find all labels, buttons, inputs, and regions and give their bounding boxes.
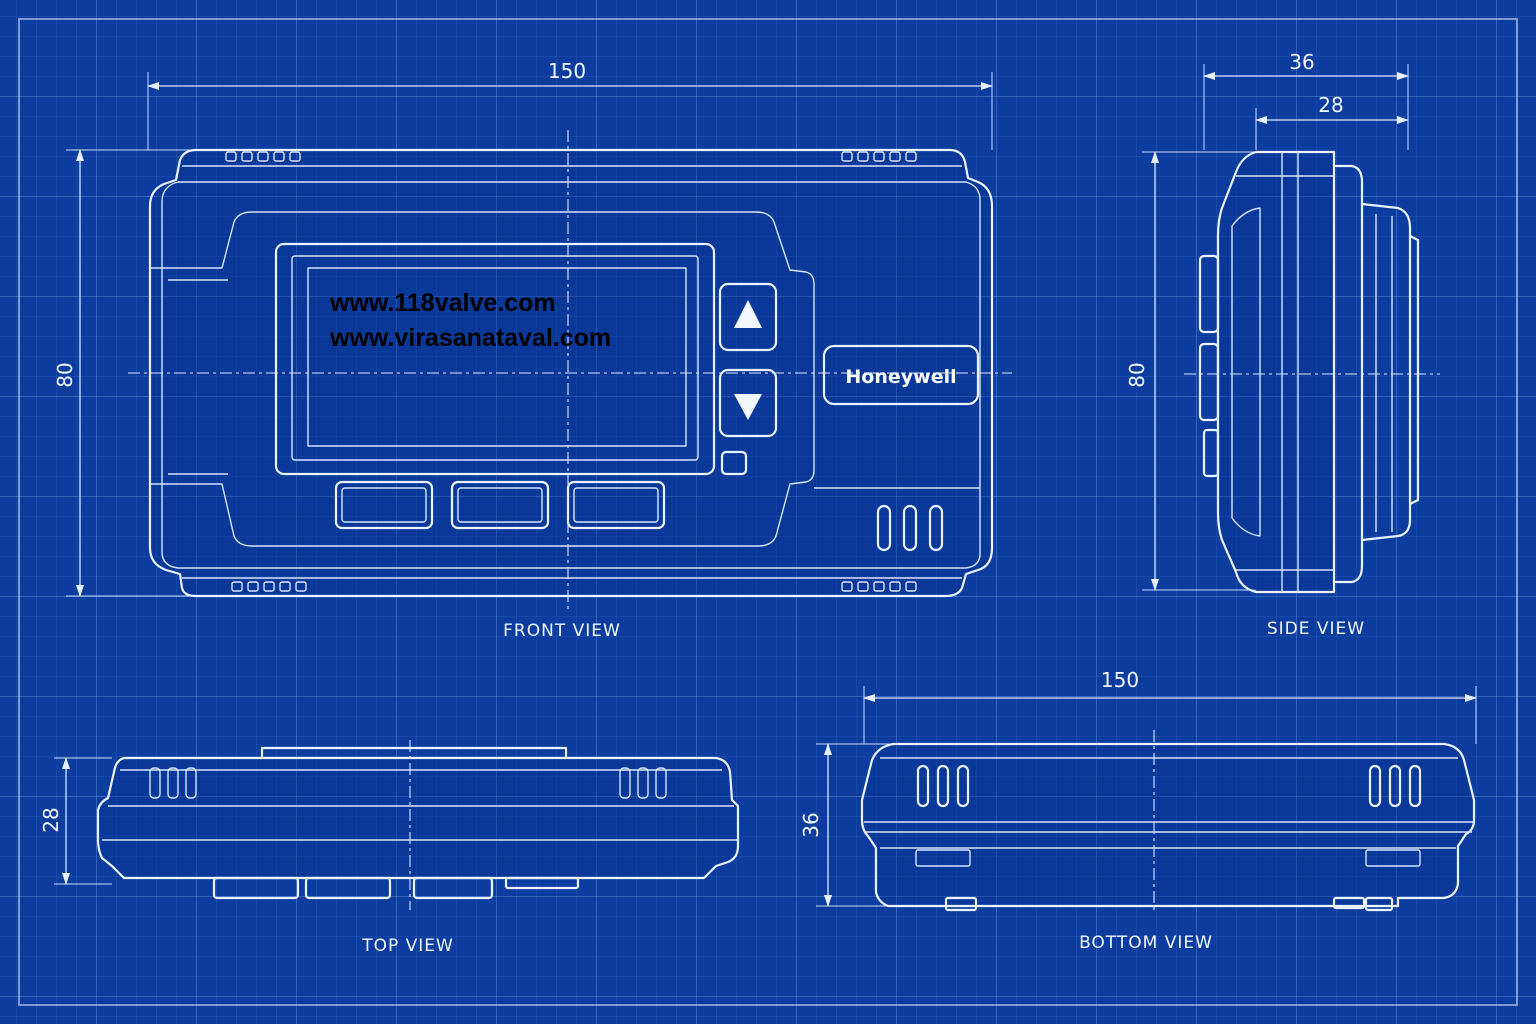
side-face-curve (1231, 207, 1261, 537)
display-glass (291, 255, 699, 461)
top-seam-lines (102, 805, 738, 841)
side-height-label: 80 (1125, 362, 1149, 387)
bottom-view-caption: BOTTOM VIEW (1079, 933, 1213, 953)
side-mount-lip (1409, 235, 1420, 505)
front-width-dimension: 150 (147, 59, 993, 150)
soft-key-2[interactable] (450, 480, 550, 530)
front-top-vents (225, 151, 917, 162)
watermark-line-1: www.118valve.com (329, 289, 556, 317)
side-button-edge-1 (1198, 254, 1220, 334)
front-inner-shell (161, 181, 981, 569)
down-button[interactable] (718, 368, 778, 438)
soft-key-2-inner (457, 487, 543, 523)
brand-text: Honeywell (845, 366, 956, 388)
front-bottom-vents (231, 581, 917, 592)
display-screen (307, 267, 687, 447)
bottom-height-label: 36 (799, 812, 823, 837)
bottom-tab-left (944, 896, 978, 912)
bottom-tab-right-1 (1332, 896, 1366, 910)
bottom-seam-lines (864, 821, 1474, 833)
bottom-tab-right-2 (1364, 896, 1394, 912)
side-depth-total-label: 36 (1289, 50, 1314, 74)
top-key-2 (304, 876, 392, 900)
soft-key-1[interactable] (334, 480, 434, 530)
soft-key-3-inner (573, 487, 659, 523)
side-height-dimension: 80 (1125, 151, 1256, 591)
top-height-label: 28 (39, 807, 63, 832)
top-key-3 (412, 876, 494, 900)
top-key-1 (212, 876, 300, 900)
bottom-housing-outline (860, 742, 1476, 908)
front-height-dimension: 80 (53, 149, 190, 597)
front-width-label: 150 (548, 59, 586, 83)
front-bezel-ribs (168, 279, 228, 475)
side-button-edge-2 (1198, 342, 1220, 422)
small-square-button[interactable] (720, 450, 748, 476)
triangle-up-icon (734, 300, 762, 328)
bottom-height-dimension: 36 (799, 743, 900, 907)
front-view: 150 80 (53, 59, 1012, 641)
top-housing-outline (96, 756, 740, 880)
soft-key-1-inner (341, 487, 427, 523)
side-view-caption: SIDE VIEW (1267, 619, 1365, 639)
bottom-foot-left (915, 849, 971, 867)
side-button-edge-3 (1202, 428, 1220, 478)
bottom-foot-right (1365, 849, 1421, 867)
top-view: 28 TOP VIEW (39, 740, 740, 956)
side-mount-boss (1361, 202, 1412, 542)
bottom-view: 150 36 BOTTOM VIEW (799, 668, 1477, 953)
front-bezel-contour (150, 211, 815, 547)
triangle-down-icon (734, 394, 762, 420)
top-view-caption: TOP VIEW (361, 936, 454, 956)
side-depth-dimension: 36 28 (1203, 50, 1409, 150)
bottom-width-label: 150 (1101, 668, 1139, 692)
watermark-line-2: www.virasanataval.com (329, 324, 611, 352)
top-key-4 (504, 876, 580, 890)
up-button[interactable] (718, 282, 778, 352)
side-mount-lines (1375, 214, 1393, 532)
side-rims (1236, 175, 1334, 571)
side-housing-outline (1216, 150, 1336, 594)
side-depth-body-label: 28 (1318, 93, 1343, 117)
top-vent-slots (149, 767, 667, 799)
top-height-dimension: 28 (39, 757, 112, 885)
front-vent-slots (876, 504, 944, 552)
bottom-width-dimension: 150 (863, 668, 1477, 744)
front-height-label: 80 (53, 362, 77, 387)
display-frame (274, 242, 716, 476)
side-view: 36 28 80 SIDE VIEW (1125, 50, 1440, 639)
front-view-caption: FRONT VIEW (503, 621, 621, 641)
honeywell-logo: Honeywell (822, 344, 980, 406)
side-front-bezel-lines (1281, 152, 1299, 592)
bottom-vent-slots (916, 764, 1422, 808)
top-mount-boss (260, 746, 568, 758)
